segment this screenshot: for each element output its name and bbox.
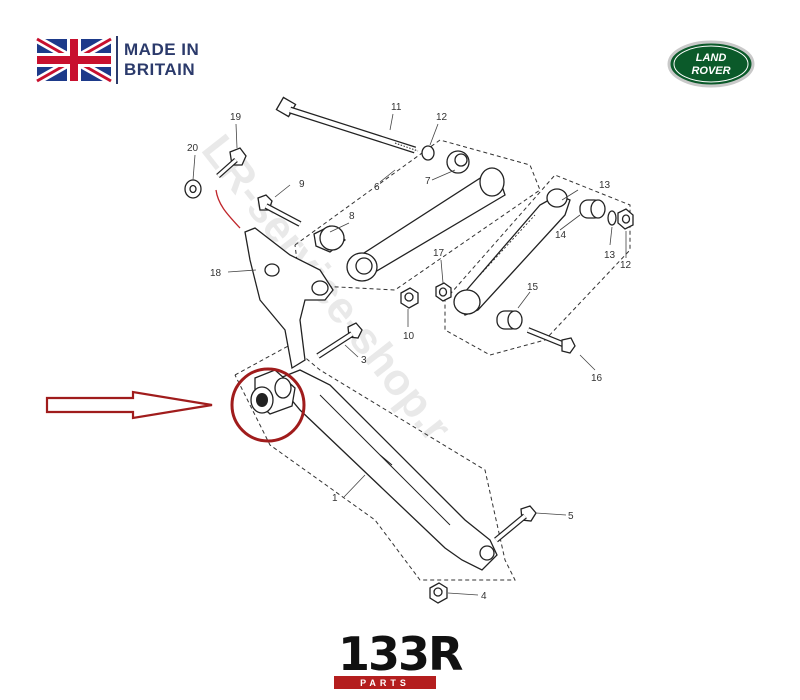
callout-labels: 11 12 6 7 13 14 13 12 15 16 17 10 8 9 19… — [187, 102, 632, 602]
callout-13-right: 13 — [604, 250, 616, 261]
bush-part-8 — [313, 225, 346, 253]
washer-hole — [189, 184, 197, 194]
bush-part-15-upper — [579, 199, 606, 219]
callout-3: 3 — [361, 355, 367, 366]
callout-20: 20 — [187, 143, 199, 154]
callout-6: 6 — [374, 182, 380, 193]
highlight-arrow-icon — [45, 390, 213, 420]
callout-12: 12 — [620, 260, 632, 271]
callout-10: 10 — [403, 331, 415, 342]
highlight-circle — [230, 367, 306, 443]
long-bolt-part — [275, 96, 419, 154]
nut-part-10 — [400, 287, 419, 309]
nut-part-17 — [435, 282, 452, 302]
bush-part-15-lower — [496, 310, 523, 330]
bolt-part-19 — [216, 147, 247, 179]
callout-13-top: 12 — [436, 112, 448, 123]
trailing-arm-part — [273, 369, 498, 571]
land-rover-line1: LAND — [696, 52, 727, 64]
callout-16: 16 — [591, 373, 603, 384]
callout-11: 11 — [391, 102, 402, 113]
parts-logo-tagline: PARTS — [360, 678, 410, 688]
nut-part-4 — [429, 582, 448, 604]
land-rover-line2: ROVER — [691, 65, 730, 77]
callout-14: 13 — [599, 180, 611, 191]
parts-logo: 133R PARTS — [334, 627, 465, 689]
adjustable-link-part — [453, 188, 571, 316]
leader-lines — [192, 113, 627, 596]
callout-4: 4 — [481, 591, 487, 602]
callout-8: 8 — [349, 211, 355, 222]
callout-5: 5 — [568, 511, 574, 522]
britain-label: BRITAIN — [124, 60, 195, 79]
callout-18: 18 — [210, 268, 222, 279]
bolt-part-3 — [316, 322, 363, 359]
upper-link-arm-part — [346, 150, 506, 282]
callout-15-upper: 14 — [555, 230, 567, 241]
callout-7: 7 — [425, 176, 431, 187]
parts-logo-banner — [334, 676, 436, 689]
bolt-part-5 — [494, 505, 537, 543]
callout-15-lower: 15 — [527, 282, 539, 293]
callout-9: 9 — [299, 179, 305, 190]
bush-part-2 — [250, 369, 296, 415]
parts-logo-mark: 133R — [338, 627, 463, 681]
washer-part — [421, 145, 435, 161]
union-jack-flag-icon — [35, 35, 113, 85]
bolt-part-9 — [257, 194, 302, 227]
callout-19: 19 — [230, 112, 242, 123]
land-rover-logo: LAND ROVER — [667, 40, 755, 88]
callout-17: 17 — [433, 248, 445, 259]
bolt-part-16 — [526, 327, 576, 354]
washer-part-right — [607, 210, 617, 226]
mounting-bracket-part — [244, 227, 334, 370]
made-in-label: MADE IN — [124, 40, 199, 59]
pointer-curve — [215, 189, 241, 229]
callout-1: 1 — [332, 493, 338, 504]
nut-part-12 — [617, 208, 634, 230]
